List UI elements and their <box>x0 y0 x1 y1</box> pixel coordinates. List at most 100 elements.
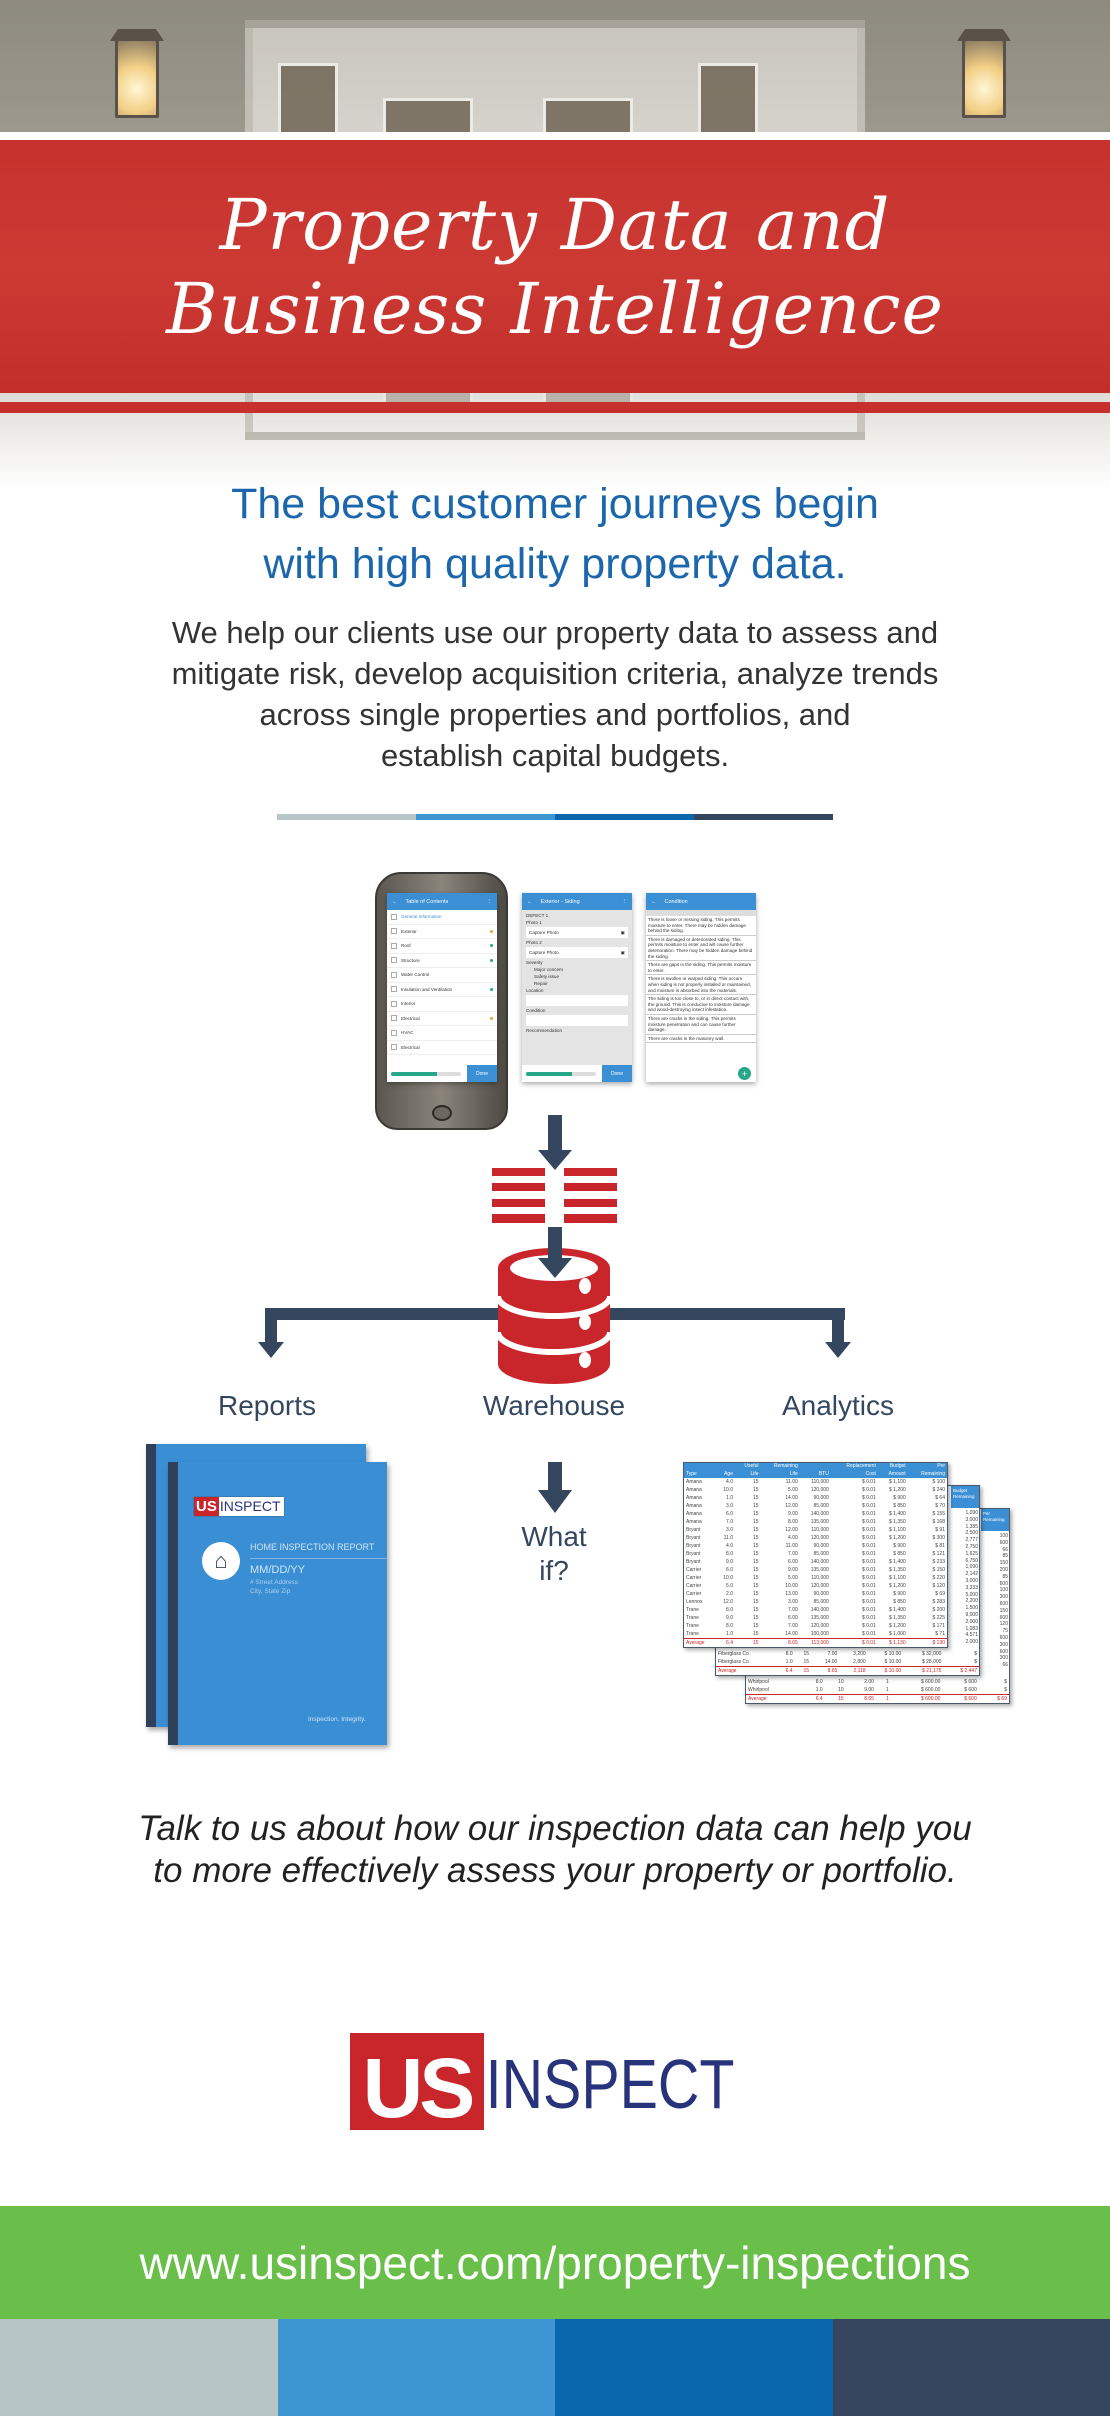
table-cell: $ 1,100 <box>889 1479 906 1485</box>
back-arrow-icon[interactable]: ← <box>527 898 533 905</box>
back-arrow-icon[interactable]: ← <box>392 898 398 905</box>
add-fab-button[interactable]: + <box>738 1067 751 1080</box>
toc-item[interactable]: Electrical <box>387 1040 497 1055</box>
capture-photo-1[interactable]: Capture Photo▣ <box>526 927 628 938</box>
toc-item-label: General Information <box>401 914 442 920</box>
table-cell: Bryant <box>686 1535 701 1541</box>
table-cell: 300 <box>999 1655 1008 1662</box>
table-cell: $ 0.01 <box>861 1535 876 1541</box>
location-input[interactable] <box>526 995 628 1006</box>
title-line-2: Business Intelligence <box>166 267 944 350</box>
what-if-line-2: if? <box>539 1555 569 1586</box>
table-cell: 3,200 <box>853 1651 866 1657</box>
more-icon[interactable]: ⋮ <box>621 898 628 905</box>
label-analytics: Analytics <box>781 1390 895 1421</box>
capture-photo-2[interactable]: Capture Photo▣ <box>526 947 628 958</box>
done-button[interactable]: Done <box>602 1065 632 1082</box>
toc-item[interactable]: Electrical <box>387 1011 497 1026</box>
condition-option[interactable]: There are cracks in the masonry wall. <box>646 1035 756 1044</box>
table-cell: $ 0.01 <box>861 1503 876 1509</box>
table-cell: 1 <box>886 1679 889 1685</box>
table-cell: 5.00 <box>788 1487 798 1493</box>
toc-item[interactable]: Interior <box>387 997 497 1012</box>
more-icon[interactable]: ⋮ <box>486 898 493 905</box>
house-icon: ⌂ <box>202 1542 240 1580</box>
toc-item[interactable]: General Information <box>387 910 497 925</box>
back-arrow-icon[interactable]: ← <box>651 898 657 905</box>
condition-option[interactable]: There are cracks in the siding. This per… <box>646 1015 756 1035</box>
status-dot-icon <box>490 958 493 962</box>
severity-option[interactable]: Major concern <box>534 967 564 972</box>
checkbox-icon <box>391 971 397 978</box>
table-cell: 15 <box>752 1495 759 1501</box>
toc-item[interactable]: Exterior <box>387 924 497 939</box>
table-cell: 1,385 <box>965 1523 978 1530</box>
done-button[interactable]: Done <box>467 1065 497 1082</box>
table-cell: $ 1,350 <box>889 1615 906 1621</box>
table-cell: 15 <box>752 1631 759 1637</box>
table-cell: $ 32,000 <box>921 1651 942 1657</box>
table-cell: 11.00 <box>785 1479 798 1485</box>
toc-item[interactable]: Insulation and Ventilation <box>387 982 497 997</box>
toc-item-label: HVAC <box>401 1030 414 1036</box>
severity-option[interactable]: Safety issue <box>534 974 560 979</box>
capture-photo-label: Capture Photo <box>529 950 559 955</box>
database-icon <box>495 1248 613 1384</box>
condition-option[interactable]: There is damaged or deteriorated siding.… <box>646 936 756 962</box>
toc-item[interactable]: Structure <box>387 953 497 968</box>
table-cell: $ 0.01 <box>861 1623 876 1629</box>
condition-option[interactable]: There is swollen or warped siding. This … <box>646 975 756 996</box>
table-cell: $ 0.01 <box>861 1495 876 1501</box>
table-cell: 135,000 <box>810 1615 829 1621</box>
table-cell: 1.0 <box>815 1687 823 1693</box>
table-cell: $ 81 <box>935 1543 945 1549</box>
table-cell: $ 850 <box>893 1551 906 1557</box>
table-cell: 8.65 <box>811 1666 840 1675</box>
table-cell: 90,000 <box>813 1591 829 1597</box>
sheet-header: Budget Remaining <box>951 1486 979 1508</box>
cover-logo: US INSPECT <box>194 1497 284 1516</box>
logo-inspect: INSPECT <box>485 2045 735 2123</box>
table-cell: 120,000 <box>810 1487 829 1493</box>
table-cell: $ 0.01 <box>861 1591 876 1597</box>
condition-input[interactable] <box>526 1015 628 1026</box>
toc-item[interactable]: Roof <box>387 939 497 954</box>
table-cell: 15 <box>803 1659 810 1665</box>
column-header: Budget <box>877 1463 908 1471</box>
table-cell: 15 <box>752 1511 759 1517</box>
condition-option[interactable]: There is loose or missing siding. This p… <box>646 916 756 936</box>
table-cell: $ 0.01 <box>861 1511 876 1517</box>
table-cell: 110,000 <box>811 1575 829 1581</box>
cta-line-1: Talk to us about how our inspection data… <box>138 1809 972 1848</box>
table-cell: $ 600.00 <box>890 1694 943 1703</box>
condition-option[interactable]: The siding is too close to, or in direct… <box>646 995 756 1015</box>
banner-stripe <box>0 402 1110 413</box>
table-cell: $ 900 <box>893 1591 906 1597</box>
toc-item[interactable]: Water Control <box>387 968 497 983</box>
table-cell: 8.0 <box>815 1679 823 1685</box>
checkbox-icon <box>391 986 397 993</box>
body-line: We help our clients use our property dat… <box>171 615 939 650</box>
table-cell: 7.0 <box>726 1519 733 1525</box>
table-cell: 4.00 <box>788 1535 798 1541</box>
table-cell: $ 21,175 <box>903 1666 944 1675</box>
table-cell: 15 <box>752 1519 759 1525</box>
footer-url-band: www.usinspect.com/property-inspections <box>0 2206 1110 2319</box>
toc-item[interactable]: HVAC <box>387 1026 497 1041</box>
table-cell: 15 <box>752 1543 759 1549</box>
table-cell: 1,090 <box>965 1564 978 1571</box>
column-header: Remaining <box>760 1463 800 1471</box>
column-header: Type <box>684 1470 716 1478</box>
condition-option[interactable]: There are gaps in the siding. This permi… <box>646 961 756 976</box>
cover-city: City, State Zip <box>250 1588 291 1595</box>
severity-option[interactable]: Repair <box>534 981 548 986</box>
table-cell: 15 <box>824 1694 846 1703</box>
table-cell: 6.4 <box>715 1638 735 1647</box>
website-link[interactable]: www.usinspect.com/property-inspections <box>139 2236 971 2289</box>
table-cell: $ 120 <box>932 1583 945 1589</box>
